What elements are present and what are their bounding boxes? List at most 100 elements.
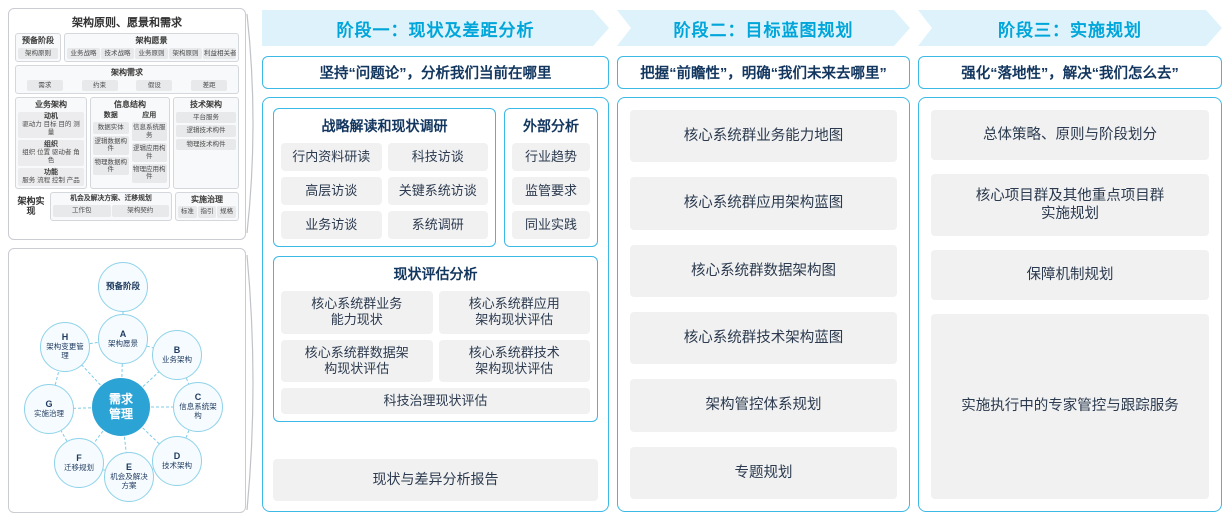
adm-node-a-vision: A 架构愿景 [98,314,148,364]
implementation-item: 保障机制规划 [931,250,1209,300]
external-item: 监管要求 [512,177,590,205]
information-application-column: 应用 信息系统服务 逻辑应用构件 物理应用构件 [131,111,167,183]
adm-node-letter: H [61,332,69,343]
strategy-research-box: 战略解读和现状调研 行内资料研读 科技访谈 高层访谈 关键系统访谈 业务访谈 系… [273,108,496,247]
implementation-governance-box: 实施治理 标准 指引 规格 [175,191,239,221]
adm-node-label: 业务架构 [162,354,192,364]
adm-node-h-change-management: H 架构变更管理 [40,322,90,372]
phase-3-column: 阶段三：实施规划 强化“落地性”，解决“我们怎么去” 总体策略、原则与阶段划分 … [918,0,1222,521]
adm-node-f-migration: F 迁移规划 [54,438,104,488]
group-title: 动机 [44,112,58,120]
adm-node-prep: 预备阶段 [98,262,148,312]
business-group-motivation: 动机 驱动力 目标 目的 测量 [18,111,84,138]
vision-item: 业务战略 [67,47,100,60]
architecture-framework-panel: 架构原则、愿景和需求 预备阶段 架构原则 架构愿景 业务战略 技术战略 业务原则… [8,8,246,240]
adm-node-label: 迁移规划 [64,462,94,472]
current-state-assessment-box: 现状评估分析 核心系统群业务 能力现状 核心系统群应用 架构现状评估 核心系统群… [273,256,598,423]
external-item: 同业实践 [512,211,590,239]
prep-phase-item: 架构原则 [18,47,58,60]
group-title: 功能 [44,168,58,176]
group-items: 组织 位置 驱动者 角色 [22,149,80,164]
adm-node-letter: E [125,462,132,473]
data-item: 数据实体 [93,122,129,134]
strategy-research-title: 战略解读和现状调研 [321,118,448,134]
adm-node-label: 技术架构 [162,460,192,470]
research-item: 系统调研 [387,211,488,239]
phase-2-content: 核心系统群业务能力地图 核心系统群应用架构蓝图 核心系统群数据架构图 核心系统群… [617,97,910,512]
architecture-implementation-label: 架构实现 [17,195,45,217]
technology-architecture-title: 技术架构 [190,100,222,110]
external-analysis-box: 外部分析 行业趋势 监管要求 同业实践 [504,108,598,247]
phase-1-research-row: 战略解读和现状调研 行内资料研读 科技访谈 高层访谈 关键系统访谈 业务访谈 系… [273,108,598,247]
assessment-item: 科技治理现状评估 [281,388,590,415]
blueprint-item: 核心系统群数据架构图 [630,244,897,297]
adm-node-b-business: B 业务架构 [152,330,202,380]
application-item: 信息系统服务 [131,122,167,142]
opportunity-item: 工作包 [53,205,111,217]
blueprint-item: 架构管控体系规划 [630,379,897,432]
information-data-column: 数据 数据实体 逻辑数据构件 物理数据构件 [93,112,129,183]
business-architecture-title: 业务架构 [35,100,67,110]
information-structure-box: 信息结构 数据 数据实体 逻辑数据构件 物理数据构件 应用 信息系统服务 逻辑应… [90,97,170,189]
requirement-item: 约束 [81,79,118,92]
phase-2-header: 阶段二：目标蓝图规划 [617,10,910,46]
business-group-function: 功能 服务 流程 控制 产品 [18,167,84,186]
adm-node-label: 实施治理 [34,408,64,418]
phase-3-subtitle: 强化“落地性”，解决“我们怎么去” [918,56,1222,89]
requirement-item: 需求 [26,79,63,92]
vision-item: 业务原则 [135,47,168,60]
assessment-item: 核心系统群应用 架构现状评估 [438,291,590,334]
assessment-item: 核心系统群业务 能力现状 [281,291,433,334]
group-title: 应用 [142,111,157,119]
adm-center-requirements-management: 需求 管理 [92,378,150,436]
technology-item: 物理技术构件 [176,138,236,151]
adm-node-letter: B [173,344,181,355]
adm-node-letter: D [173,450,181,461]
framework-title: 架构原则、愿景和需求 [72,17,182,29]
phase-1-header: 阶段一：现状及差距分析 [262,10,609,46]
blueprint-item: 核心系统群应用架构蓝图 [630,177,897,230]
group-items: 驱动力 目标 目的 测量 [22,121,80,136]
business-architecture-box: 业务架构 动机 驱动力 目标 目的 测量 组织 组织 位置 驱动者 角色 功能 … [15,97,87,189]
architecture-requirements-title: 架构需求 [111,68,143,78]
blueprint-item: 专题规划 [630,446,897,499]
information-structure-title: 信息结构 [114,100,146,110]
vision-item: 技术战略 [101,47,134,60]
opportunity-item: 架构契约 [111,205,169,217]
research-item: 高层访谈 [281,177,382,205]
external-item: 行业趋势 [512,143,590,171]
adm-node-d-technology: D 技术架构 [152,436,202,486]
group-items: 服务 流程 控制 产品 [22,177,80,185]
phase-3-header: 阶段三：实施规划 [918,10,1222,46]
requirement-item: 假设 [136,79,173,92]
implementation-item: 核心项目群及其他重点项目群 实施规划 [931,174,1209,236]
phase-2-column: 阶段二：目标蓝图规划 把握“前瞻性”，明确“我们未来去哪里” 核心系统群业务能力… [617,0,910,521]
implementation-item: 实施执行中的专家管控与跟踪服务 [931,314,1209,499]
requirement-item: 差距 [191,79,228,92]
vision-item: 架构原则 [169,47,202,60]
governance-item: 规格 [217,206,237,218]
adm-node-prep-label: 预备阶段 [105,281,140,292]
external-analysis-title: 外部分析 [523,118,579,134]
phase-1-title: 阶段一：现状及差距分析 [336,20,535,40]
data-item: 物理数据构件 [93,156,129,176]
framework-implementation-row: 架构实现 机会及解决方案、迁移规划 工作包 架构契约 实施治理 标准 指引 规格 [15,191,239,221]
framework-vision-row: 预备阶段 架构原则 架构愿景 业务战略 技术战略 业务原则 架构原则 利益相关者 [15,33,239,63]
research-item: 科技访谈 [387,143,488,171]
phase-3-title: 阶段三：实施规划 [998,20,1142,40]
research-item: 行内资料研读 [281,143,382,171]
governance-item: 指引 [197,206,217,218]
adm-node-label: 信息系统架构 [179,402,217,420]
application-item: 逻辑应用构件 [131,143,167,162]
vision-item: 利益相关者 [203,47,236,60]
technology-architecture-box: 技术架构 平台服务 逻辑技术构件 物理技术构件 [173,97,239,189]
prep-phase-title: 预备阶段 [22,36,54,45]
phase-1-subtitle: 坚持“问题论”，分析我们当前在哪里 [262,56,609,89]
phase-2-subtitle: 把握“前瞻性”，明确“我们未来去哪里” [617,56,910,89]
adm-node-e-opportunities: E 机会及解决方案 [104,452,154,502]
phase-2-title: 阶段二：目标蓝图规划 [673,20,854,40]
adm-node-letter: G [45,398,53,409]
gap-analysis-report-item: 现状与差异分析报告 [273,459,598,501]
architecture-requirements-box: 架构需求 需求 约束 假设 差距 [15,65,239,95]
